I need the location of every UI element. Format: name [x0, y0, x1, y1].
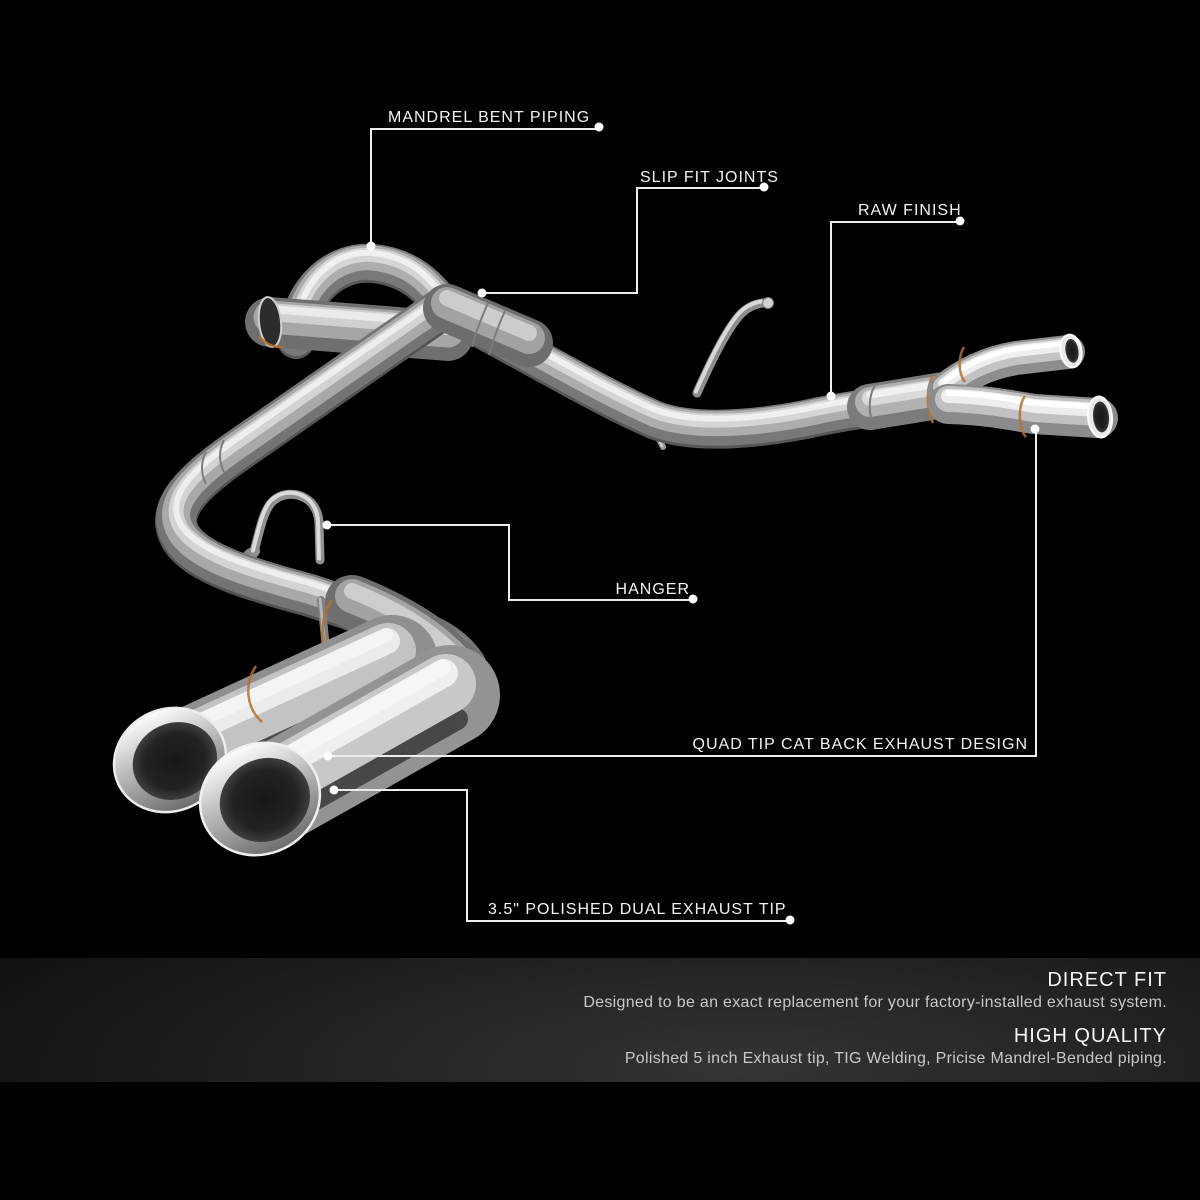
callout-label-dual-tip: 3.5" POLISHED DUAL EXHAUST TIP — [488, 901, 787, 918]
slip-joint-sleeve — [447, 298, 529, 355]
callout-line — [370, 128, 599, 243]
tip-mouth-front — [198, 741, 322, 857]
weld-seam — [958, 346, 967, 383]
callout-dual-exhaust-tip: 3.5" POLISHED DUAL EXHAUST TIP — [329, 785, 795, 925]
callout-dot — [477, 288, 487, 298]
slip-joint-seam — [201, 451, 207, 485]
tip-mouth-right-upper — [1059, 333, 1083, 369]
callout-line — [484, 187, 763, 294]
exhaust-photo — [112, 253, 1114, 857]
hanger-rod-left — [241, 493, 320, 564]
weld-seam — [926, 374, 935, 424]
slip-joint-seam — [219, 439, 225, 473]
slip-joint-seam — [868, 385, 876, 429]
footer-band: DIRECT FIT Designed to be an exact repla… — [0, 958, 1200, 1082]
pipe-left-branch — [176, 299, 466, 667]
left-dual-tip-assembly — [112, 591, 468, 857]
callout-dot — [322, 520, 332, 530]
callout-label-quad-tip: QUAD TIP CAT BACK EXHAUST DESIGN — [693, 736, 1028, 753]
callout-label-hanger: HANGER — [616, 581, 690, 598]
callout-dot — [323, 751, 333, 761]
weld-seam — [258, 335, 285, 349]
callout-hanger: HANGER — [322, 520, 698, 604]
callout-label-mandrel: MANDREL BENT PIPING — [388, 109, 590, 126]
weld-seam — [1018, 395, 1028, 438]
callout-line — [335, 789, 789, 922]
hanger-rod-right — [696, 297, 774, 394]
callout-dot — [785, 915, 795, 925]
footer-body-direct-fit: Designed to be an exact replacement for … — [583, 994, 1167, 1011]
slip-joint-seam — [488, 310, 506, 356]
callout-line — [329, 430, 1037, 757]
right-outlet-assembly — [868, 333, 1114, 439]
callout-dot — [1030, 424, 1040, 434]
slip-joint-seam — [471, 302, 489, 348]
pipe-inlet — [256, 296, 448, 348]
callout-raw-finish: RAW FINISH — [826, 202, 965, 401]
footer-text-block: DIRECT FIT Designed to be an exact repla… — [583, 968, 1167, 1080]
callout-quad-tip-design: QUAD TIP CAT BACK EXHAUST DESIGN — [323, 424, 1040, 761]
callout-dot — [826, 391, 836, 401]
callout-dot — [955, 216, 965, 226]
hanger-ball-end — [762, 297, 774, 309]
callout-dot — [688, 594, 698, 604]
weld-seam — [247, 665, 263, 723]
callout-dot — [329, 785, 339, 795]
callout-slip-fit-joints: SLIP FIT JOINTS — [477, 169, 779, 298]
callout-line — [328, 524, 691, 601]
callout-dot — [366, 241, 376, 251]
footer-heading-high-quality: HIGH QUALITY — [1013, 1025, 1167, 1047]
callout-dot — [759, 182, 769, 192]
callout-line — [830, 221, 959, 394]
callout-label-slip-fit: SLIP FIT JOINTS — [640, 169, 779, 186]
left-tip-front — [198, 665, 457, 857]
footer-body-high-quality: Polished 5 inch Exhaust tip, TIG Welding… — [624, 1050, 1167, 1067]
callout-mandrel-bent-piping: MANDREL BENT PIPING — [366, 109, 604, 251]
callout-dot — [594, 122, 604, 132]
tip-mouth-rear — [112, 706, 228, 814]
footer-heading-direct-fit: DIRECT FIT — [1047, 969, 1167, 991]
callout-label-raw-finish: RAW FINISH — [858, 202, 962, 219]
tip-mouth-right-lower — [1086, 395, 1114, 439]
right-tip-upper — [944, 333, 1084, 401]
right-tip-lower — [948, 393, 1114, 439]
left-tip-rear — [112, 635, 398, 814]
